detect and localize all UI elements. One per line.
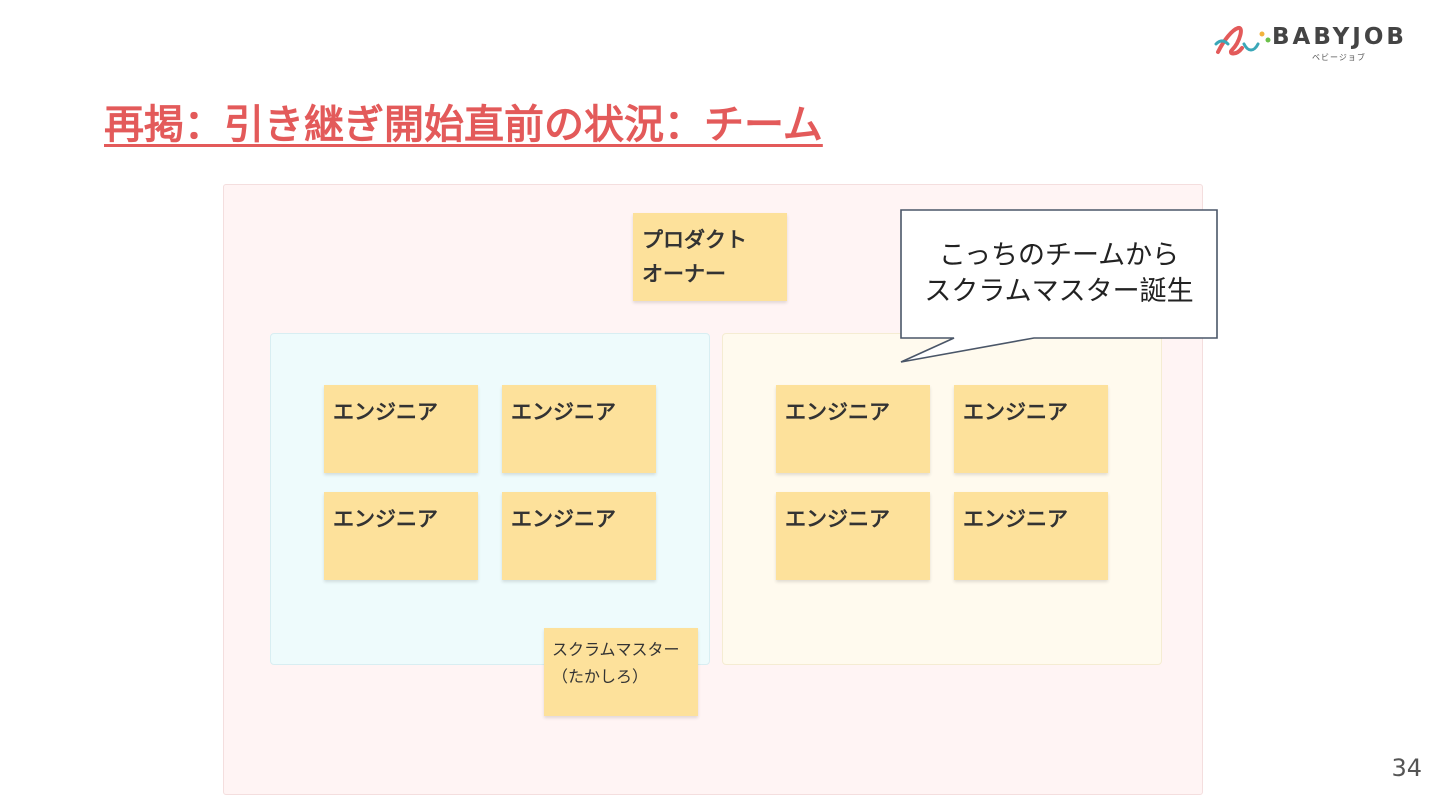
engineer-label: エンジニア (333, 507, 438, 531)
engineer-label: エンジニア (963, 400, 1068, 424)
speech-callout: こっちのチームから スクラムマスター誕生 (898, 208, 1220, 366)
callout-line-1: こっちのチームから (938, 240, 1180, 271)
product-owner-line-1: プロダクト (642, 228, 747, 252)
engineer-sticky: エンジニア (776, 492, 930, 580)
engineer-label: エンジニア (963, 507, 1068, 531)
engineer-sticky: エンジニア (502, 385, 656, 473)
logo-subtext: ベビージョブ (1312, 53, 1366, 62)
scrum-master-line-2: （たかしろ） (552, 667, 649, 686)
engineer-label: エンジニア (785, 400, 890, 424)
engineer-sticky: エンジニア (776, 385, 930, 473)
engineer-label: エンジニア (333, 400, 438, 424)
engineer-sticky: エンジニア (954, 385, 1108, 473)
engineer-label: エンジニア (785, 507, 890, 531)
engineer-label: エンジニア (511, 507, 616, 531)
babyjob-logo: BABYJOB ベビージョブ (1214, 22, 1410, 62)
engineer-sticky: エンジニア (324, 385, 478, 473)
engineer-sticky: エンジニア (324, 492, 478, 580)
logo-wordmark: BABYJOB (1272, 24, 1407, 50)
speech-bubble-shape (900, 209, 1218, 363)
slide-title: 再掲：引き継ぎ開始直前の状況：チーム (104, 102, 823, 148)
engineer-label: エンジニア (511, 400, 616, 424)
engineer-sticky: エンジニア (502, 492, 656, 580)
scrum-master-line-1: スクラムマスター (552, 640, 680, 659)
callout-line-2: スクラムマスター誕生 (924, 276, 1194, 307)
page-number: 34 (1391, 754, 1422, 782)
product-owner-line-2: オーナー (642, 262, 726, 286)
callout-text: こっちのチームから スクラムマスター誕生 (900, 238, 1218, 310)
scrum-master-sticky: スクラムマスター （たかしろ） (544, 628, 698, 716)
product-owner-sticky: プロダクト オーナー (633, 213, 787, 301)
engineer-sticky: エンジニア (954, 492, 1108, 580)
babyjob-logo-icon (1214, 25, 1271, 56)
